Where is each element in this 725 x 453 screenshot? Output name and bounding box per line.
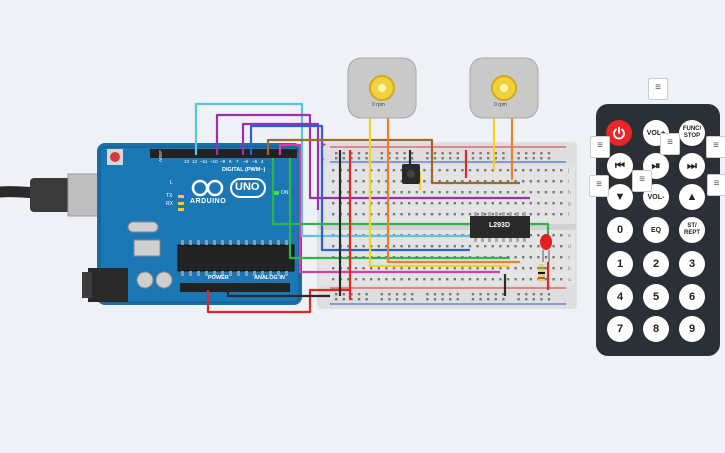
remote-button[interactable]: 5 bbox=[643, 284, 669, 310]
breadboard[interactable] bbox=[317, 142, 577, 309]
usb-cable[interactable] bbox=[0, 173, 115, 217]
resistor[interactable] bbox=[538, 264, 545, 282]
wire-blue bbox=[249, 124, 470, 252]
arduino-board[interactable] bbox=[82, 143, 302, 305]
wire-green bbox=[271, 158, 470, 226]
wire-cyan bbox=[194, 102, 470, 238]
wire-orange-m1 bbox=[386, 116, 520, 264]
remote-button[interactable]: 4 bbox=[607, 284, 633, 310]
remote-button[interactable]: 0 bbox=[607, 217, 633, 243]
led[interactable] bbox=[540, 234, 552, 262]
power-icon bbox=[613, 126, 625, 140]
motor-2[interactable] bbox=[469, 57, 539, 119]
remote-button[interactable]: ⏮ bbox=[607, 153, 633, 179]
l293d-chip[interactable] bbox=[470, 212, 530, 242]
motor-1[interactable] bbox=[347, 57, 417, 119]
remote-button[interactable]: 7 bbox=[607, 316, 633, 342]
wire-yellow-m1 bbox=[368, 116, 510, 268]
reset-button[interactable] bbox=[110, 152, 120, 162]
ir-receiver[interactable] bbox=[402, 164, 420, 184]
remote-button[interactable]: 9 bbox=[679, 316, 705, 342]
wire-purple-2 bbox=[241, 122, 320, 210]
wire-brown bbox=[266, 138, 520, 185]
wire-red bbox=[206, 288, 350, 314]
remote-button[interactable]: ST/ REPT bbox=[679, 217, 705, 243]
remote-button[interactable]: 8 bbox=[643, 316, 669, 342]
remote-button[interactable]: FUNC/ STOP bbox=[679, 120, 705, 146]
wire-magenta bbox=[278, 143, 500, 274]
note-icon[interactable]: ≡ bbox=[632, 170, 652, 192]
wire-black bbox=[226, 290, 330, 298]
note-icon[interactable]: ≡ bbox=[589, 175, 609, 197]
note-icon[interactable]: ≡ bbox=[707, 174, 725, 196]
wire-green-3 bbox=[288, 158, 510, 260]
note-icon[interactable]: ≡ bbox=[590, 136, 610, 158]
remote-button[interactable]: 2 bbox=[643, 251, 669, 277]
note-icon[interactable]: ≡ bbox=[648, 78, 668, 100]
remote-button[interactable]: EQ bbox=[643, 217, 669, 243]
remote-button[interactable]: 1 bbox=[607, 251, 633, 277]
wires bbox=[194, 102, 550, 314]
remote-button[interactable]: ⏯ bbox=[643, 153, 669, 179]
remote-button[interactable]: ▼ bbox=[607, 184, 633, 210]
note-icon[interactable]: ≡ bbox=[706, 136, 725, 158]
note-icon[interactable]: ≡ bbox=[660, 133, 680, 155]
remote-button[interactable]: ⏭ bbox=[679, 153, 705, 179]
arduino-logo bbox=[191, 178, 266, 198]
remote-button[interactable]: 3 bbox=[679, 251, 705, 277]
wire-purple bbox=[215, 113, 530, 200]
power-button[interactable] bbox=[606, 120, 632, 146]
remote-button[interactable]: ▲ bbox=[679, 184, 705, 210]
remote-button[interactable]: 6 bbox=[679, 284, 705, 310]
